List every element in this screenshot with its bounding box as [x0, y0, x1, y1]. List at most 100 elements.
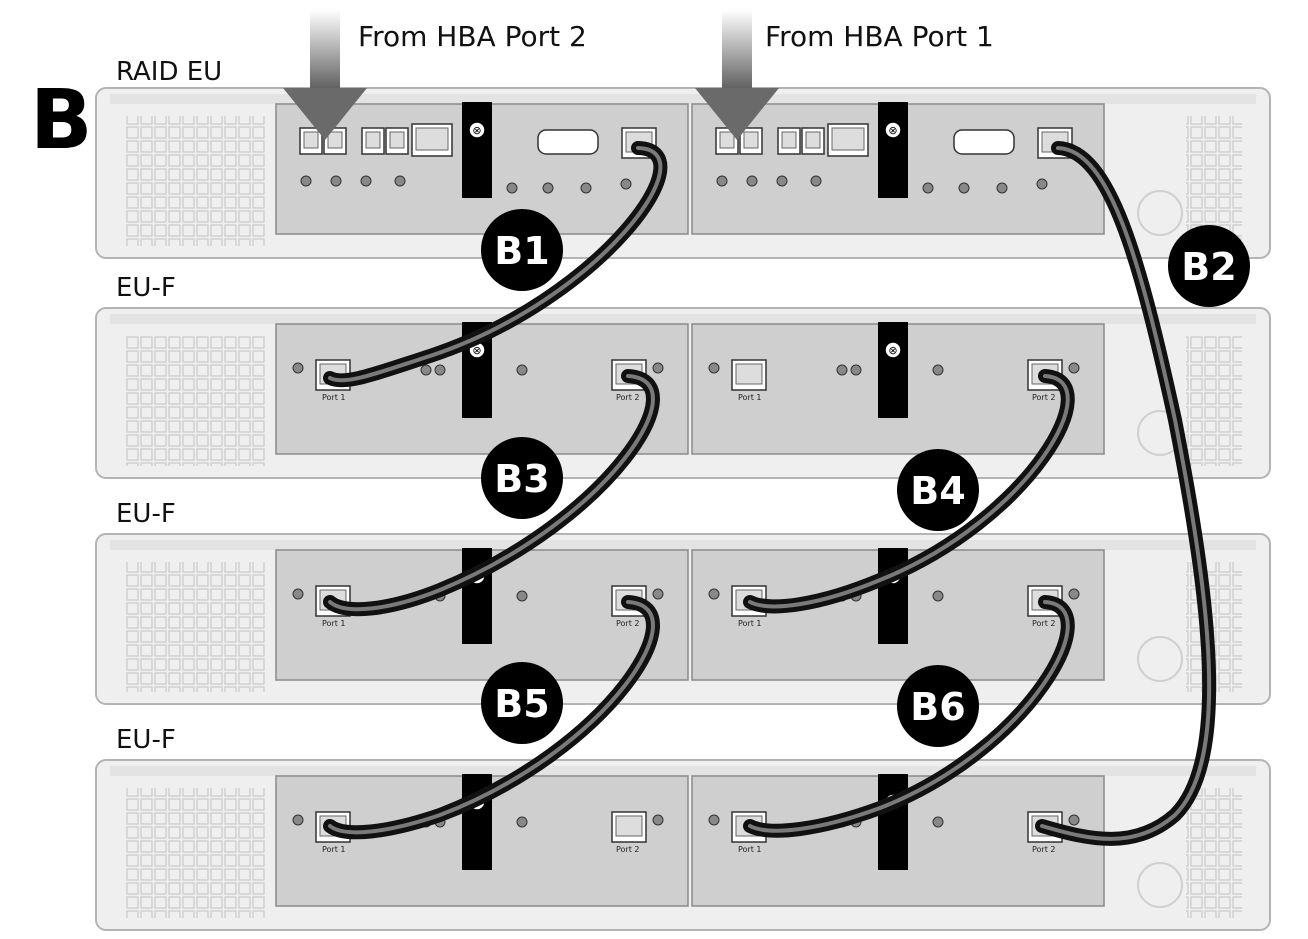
led-f — [958, 182, 970, 194]
host-port-a — [299, 127, 323, 155]
badge-b4: B4 — [897, 449, 979, 531]
port-1-label: Port 1 — [322, 845, 346, 854]
led-c — [776, 175, 788, 187]
serial-port — [953, 129, 1015, 155]
fault-led — [932, 590, 944, 602]
cables — [323, 141, 1217, 846]
serial-port — [537, 129, 599, 155]
port-2-label: Port 2 — [1032, 619, 1056, 628]
port-1-led — [292, 362, 304, 374]
host-port-b — [323, 127, 347, 155]
led-h — [620, 178, 632, 190]
port-2-led — [652, 362, 664, 374]
grille-left — [126, 336, 266, 466]
status-led-a — [420, 364, 432, 376]
release-latch: ⊗ — [878, 322, 908, 418]
led-g — [580, 182, 592, 194]
fault-led — [516, 364, 528, 376]
port-2-label: Port 2 — [1032, 845, 1056, 854]
hba-port2-label: From HBA Port 2 — [358, 20, 587, 53]
badge-b6: B6 — [897, 665, 979, 747]
controller-2: Port 1 ⊗ Port 2 — [691, 322, 1105, 455]
port-2-led — [1068, 814, 1080, 826]
ethernet-port — [827, 123, 869, 157]
release-latch: ⊗ — [878, 774, 908, 870]
badge-b4-label: B4 — [910, 469, 965, 513]
port-1-led — [292, 588, 304, 600]
port-1-label: Port 1 — [738, 619, 762, 628]
badge-b1-label: B1 — [494, 229, 549, 273]
svg-text:⊗: ⊗ — [888, 124, 897, 137]
svg-text:⊗: ⊗ — [472, 124, 481, 137]
badge-b5-label: B5 — [494, 682, 549, 726]
chassis-ring — [1137, 862, 1183, 908]
led-g — [996, 182, 1008, 194]
port-1 — [731, 359, 767, 391]
grille-right — [1186, 336, 1242, 466]
cable-b1 — [323, 141, 668, 388]
port-2-led — [1068, 362, 1080, 374]
led-a — [300, 175, 312, 187]
led-h — [1036, 178, 1048, 190]
cable-b4 — [743, 369, 1075, 614]
host-port-b — [739, 127, 763, 155]
port-1-label: Port 1 — [738, 393, 762, 402]
svg-text:⊗: ⊗ — [888, 344, 897, 357]
port-2-label: Port 2 — [616, 845, 640, 854]
port-1-led — [708, 814, 720, 826]
chassis-ring — [1137, 636, 1183, 682]
status-led-a — [836, 364, 848, 376]
unit-label-euf-1: EU-F — [116, 273, 176, 303]
led-c — [360, 175, 372, 187]
status-led-b — [850, 364, 862, 376]
port-2-led — [652, 588, 664, 600]
grille-left — [126, 562, 266, 692]
cable-b6 — [743, 595, 1075, 838]
badge-b2: B2 — [1168, 225, 1250, 307]
cable-b2 — [1035, 141, 1217, 846]
chassis-rail — [110, 94, 1256, 104]
led-b — [746, 175, 758, 187]
ethernet-port — [411, 123, 453, 157]
fault-led — [932, 364, 944, 376]
chassis-ring — [1137, 190, 1183, 236]
svg-text:⊗: ⊗ — [472, 344, 481, 357]
controller-1: ⊗ — [275, 102, 689, 235]
badge-b5: B5 — [481, 662, 563, 744]
port-2-label: Port 2 — [616, 619, 640, 628]
fault-led — [516, 590, 528, 602]
fault-led — [932, 816, 944, 828]
chassis-rail — [110, 766, 1256, 776]
badge-b2-label: B2 — [1181, 245, 1236, 289]
port-2 — [611, 811, 647, 843]
led-f — [542, 182, 554, 194]
grille-left — [126, 788, 266, 918]
port-1-label: Port 1 — [738, 845, 762, 854]
host-port-c — [777, 127, 801, 155]
host-port-c — [361, 127, 385, 155]
controller-2: ⊗ — [691, 102, 1105, 235]
port-2-label: Port 2 — [1032, 393, 1056, 402]
badge-b6-label: B6 — [910, 685, 965, 729]
grille-left — [126, 116, 266, 246]
host-port-a — [715, 127, 739, 155]
port-1-led — [708, 588, 720, 600]
led-e — [922, 182, 934, 194]
led-d — [810, 175, 822, 187]
port-2-label: Port 2 — [616, 393, 640, 402]
release-latch: ⊗ — [878, 102, 908, 198]
port-1-led — [292, 814, 304, 826]
led-a — [716, 175, 728, 187]
badge-b1: B1 — [481, 209, 563, 291]
port-2-led — [652, 814, 664, 826]
status-led-b — [434, 364, 446, 376]
port-1-label: Port 1 — [322, 619, 346, 628]
badge-b3-label: B3 — [494, 457, 549, 501]
release-latch: ⊗ — [462, 102, 492, 198]
unit-label-euf-2: EU-F — [116, 499, 176, 529]
port-2-led — [1068, 588, 1080, 600]
